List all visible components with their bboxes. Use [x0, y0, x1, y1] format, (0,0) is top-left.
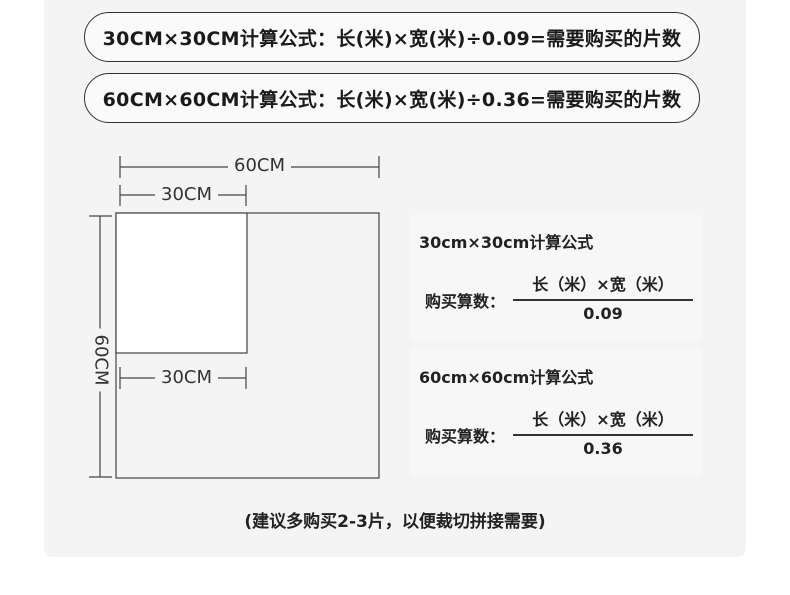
formula-30cm-pill: 30CM×30CM计算公式：长(米)×宽(米)÷0.09=需要购买的片数: [84, 12, 700, 62]
formula-card-30cm: 30cm×30cm计算公式 购买算数： 长（米）×宽（米） 0.09: [410, 213, 702, 341]
dim-label-top-outer: 60CM: [228, 155, 292, 177]
fraction-bar: [513, 299, 693, 301]
dim-label-inner-bottom: 30CM: [155, 367, 219, 389]
card-prefix: 购买算数：: [425, 292, 506, 311]
card-title: 60cm×60cm计算公式: [419, 368, 594, 387]
dim-label-left-outer: 60CM: [89, 328, 112, 392]
fraction-denominator: 0.09: [583, 304, 623, 323]
purchase-advice-note: (建议多购买2-3片，以便裁切拼接需要): [244, 512, 546, 532]
dim-label-top-inner: 30CM: [155, 184, 219, 206]
card-title: 30cm×30cm计算公式: [419, 233, 594, 252]
fraction-numerator: 长（米）×宽（米）: [532, 275, 674, 294]
card-prefix: 购买算数：: [425, 427, 506, 446]
fraction-bar: [513, 434, 693, 436]
formula-60cm-text: 60CM×60CM计算公式：长(米)×宽(米)÷0.36=需要购买的片数: [102, 88, 682, 111]
formula-60cm-pill: 60CM×60CM计算公式：长(米)×宽(米)÷0.36=需要购买的片数: [84, 73, 700, 123]
formula-30cm-text: 30CM×30CM计算公式：长(米)×宽(米)÷0.09=需要购买的片数: [102, 27, 682, 50]
fraction-denominator: 0.36: [583, 439, 623, 458]
inner-tile-square: [115, 212, 248, 354]
fraction-numerator: 长（米）×宽（米）: [532, 410, 674, 429]
formula-card-60cm: 60cm×60cm计算公式 购买算数： 长（米）×宽（米） 0.36: [410, 348, 702, 476]
